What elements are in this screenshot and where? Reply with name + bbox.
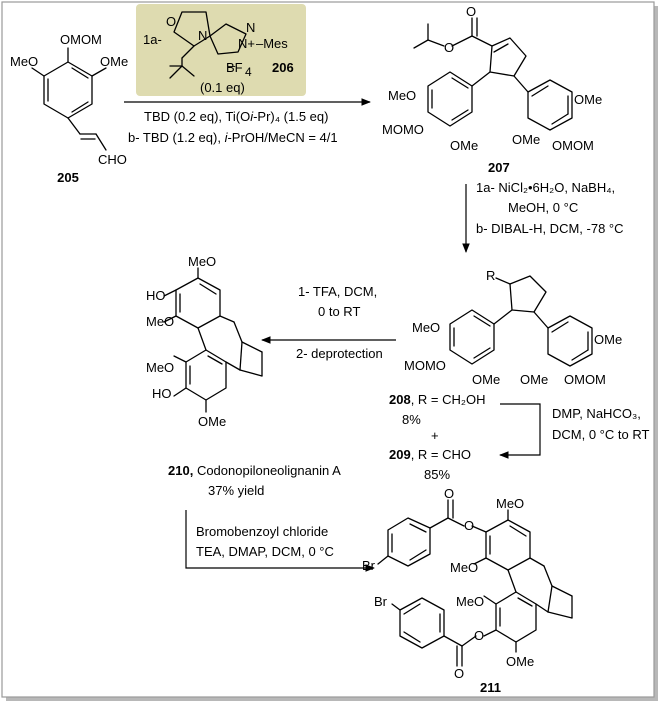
205-cho: CHO xyxy=(98,152,127,167)
207-ome-right: OMe xyxy=(574,92,602,107)
207-ome-bottom: OMe xyxy=(512,132,540,147)
209-yield: 85% xyxy=(424,467,450,482)
catalyst-206: 1a- O N N+ N –Mes – BF 4 206 (0.1 eq) xyxy=(136,4,306,96)
label-211: 211 xyxy=(480,680,501,695)
catalyst-tag: 1a- xyxy=(143,32,162,47)
208-ome-bottom: OMe xyxy=(520,372,548,387)
step2-line2: MeOH, 0 °C xyxy=(508,200,578,215)
208-yield: 8% xyxy=(402,412,421,427)
211-carbonyl-o-lower: O xyxy=(454,666,464,681)
208-ome-right: OMe xyxy=(594,332,622,347)
compound-205: OMOM MeO OMe CHO 205 xyxy=(10,32,128,185)
step5-line2: TEA, DMAP, DCM, 0 °C xyxy=(196,544,334,559)
211-ester-o-lower: O xyxy=(474,628,484,643)
211-ome-bottom: OMe xyxy=(506,654,534,669)
catalyst-box xyxy=(136,4,306,96)
206-bf: BF xyxy=(226,60,243,75)
210-yield: 37% yield xyxy=(208,483,264,498)
compound-207: O O MeO OMe MOMO OMe OMe OMOM 207 xyxy=(382,4,602,175)
210-ho-lower: HO xyxy=(152,386,172,401)
206-n-ring: N xyxy=(198,28,207,43)
211-meo-top: MeO xyxy=(496,496,524,511)
step3-line2: 0 to RT xyxy=(318,304,360,319)
210-ho-top: HO xyxy=(146,288,166,303)
211-br-upper: Br xyxy=(362,558,376,573)
label-206: 206 xyxy=(272,60,294,75)
208-r: R xyxy=(486,268,495,283)
210-line: 210, Codonopiloneolignanin A xyxy=(168,463,341,478)
206-oxygen: O xyxy=(166,14,176,29)
label-205: 205 xyxy=(57,170,79,185)
206-bf4-sub: 4 xyxy=(245,65,252,79)
210-ome-bottom: OMe xyxy=(198,414,226,429)
211-br-lower: Br xyxy=(374,594,388,609)
plus-sign: + xyxy=(431,428,439,443)
step3-line1: 1- TFA, DCM, xyxy=(298,284,377,299)
compound-211: MeO MeO MeO OMe O O O O Br Br 211 xyxy=(362,486,573,695)
206-loading: (0.1 eq) xyxy=(200,80,245,95)
207-ome-lower: OMe xyxy=(450,138,478,153)
207-carbonyl-o: O xyxy=(466,4,476,19)
207-momo: MOMO xyxy=(382,122,424,137)
step4-line2: DCM, 0 °C to RT xyxy=(552,427,649,442)
209-line: 209, R = CHO xyxy=(389,447,471,462)
207-ester-o: O xyxy=(444,40,454,55)
206-n-plus: N+ xyxy=(238,36,255,51)
208-meo: MeO xyxy=(412,320,440,335)
208-ome-lower: OMe xyxy=(472,372,500,387)
210-meo-lower: MeO xyxy=(146,360,174,375)
206-minus: – xyxy=(228,58,236,73)
step4-line1: DMP, NaHCO₃, xyxy=(552,406,641,421)
208-line: 208, R = CH₂OH xyxy=(389,392,485,407)
206-n-top: N xyxy=(246,20,255,35)
step2-line1: 1a- NiCl₂•6H₂O, NaBH₄, xyxy=(476,180,615,195)
step5-line1: Bromobenzoyl chloride xyxy=(196,524,328,539)
207-meo: MeO xyxy=(388,88,416,103)
208-momo: MOMO xyxy=(404,358,446,373)
step1-line2: b- TBD (1.2 eq), i-PrOH/MeCN = 4/1 xyxy=(128,130,338,145)
scheme-frame xyxy=(1,1,655,698)
206-mes: –Mes xyxy=(256,36,288,51)
205-omom: OMOM xyxy=(60,32,102,47)
arrow-step4 xyxy=(499,403,541,459)
step2-line3: b- DIBAL-H, DCM, -78 °C xyxy=(476,221,624,236)
205-meo: MeO xyxy=(10,54,38,69)
210-meo-top: MeO xyxy=(188,254,216,269)
210-meo-mid: MeO xyxy=(146,314,174,329)
205-ome: OMe xyxy=(100,54,128,69)
211-meo-mid: MeO xyxy=(450,560,478,575)
211-meo-lower: MeO xyxy=(456,594,484,609)
compound-210: MeO HO MeO MeO HO OMe 210, Codonopiloneo… xyxy=(146,254,341,498)
step1-line1: TBD (0.2 eq), Ti(Oi-Pr)₄ (1.5 eq) xyxy=(144,109,328,124)
arrow-step5 xyxy=(185,510,375,572)
208-omom: OMOM xyxy=(564,372,606,387)
207-omom: OMOM xyxy=(552,138,594,153)
step3-line3: 2- deprotection xyxy=(296,346,383,361)
211-carbonyl-o-upper: O xyxy=(444,486,454,501)
compound-208-209: R MeO OMe MOMO OMe OMe OMOM 208, R = CH₂… xyxy=(389,268,622,482)
label-207: 207 xyxy=(488,160,510,175)
211-ester-o-upper: O xyxy=(464,518,474,533)
